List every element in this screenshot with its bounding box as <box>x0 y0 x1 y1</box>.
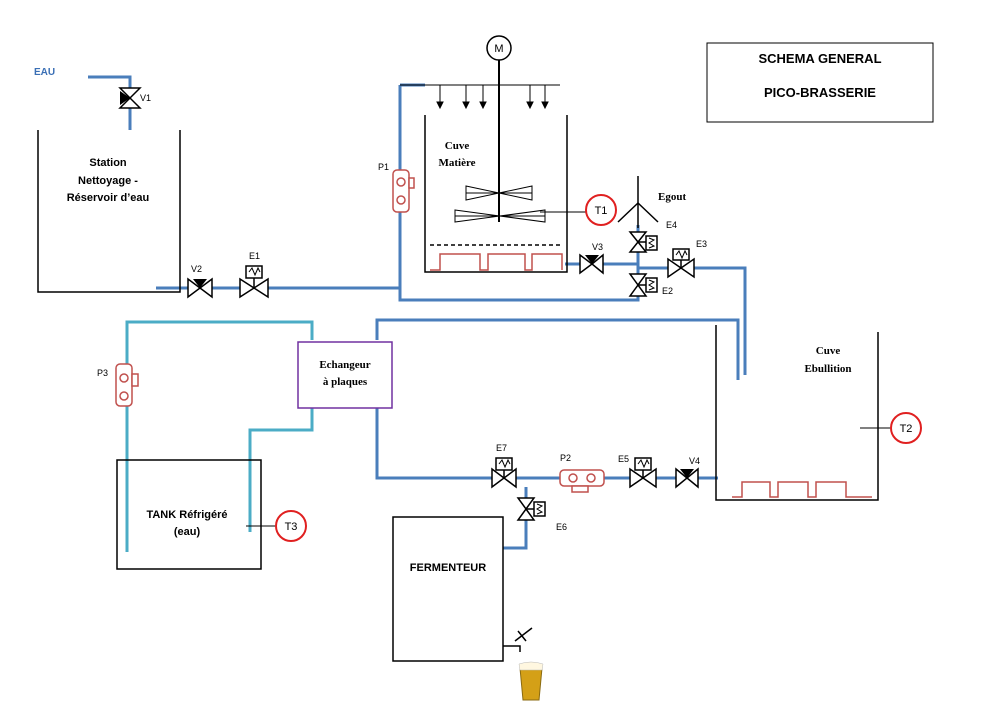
title-line-2: PICO-BRASSERIE <box>764 85 876 100</box>
boil-kettle <box>715 325 879 501</box>
pump-p2-label: P2 <box>560 453 571 463</box>
fermenter <box>392 516 504 662</box>
valve-v2-label: V2 <box>191 264 202 274</box>
sensor-t1 <box>585 194 617 226</box>
solenoid-valve-e4[interactable] <box>628 231 658 253</box>
solenoid-valve-e5[interactable] <box>629 457 657 489</box>
exchanger-label-2: à plaques <box>323 376 368 388</box>
teal-pipes <box>125 320 314 552</box>
chilled-water-tank <box>116 459 262 570</box>
pump-p1-label: P1 <box>378 162 389 172</box>
sensor-t3-label: T3 <box>285 521 298 533</box>
reservoir-label-3: Réservoir d’eau <box>67 192 150 204</box>
title-line-1: SCHEMA GENERAL <box>758 51 881 66</box>
mash-heater <box>430 253 563 271</box>
plate-heat-exchanger <box>297 341 393 409</box>
pump-p1[interactable] <box>392 169 415 213</box>
drain-label: Egout <box>658 191 686 203</box>
sensor-t1-label: T1 <box>595 205 608 217</box>
solenoid-valve-e7-label: E7 <box>496 443 507 453</box>
tank-label-2: (eau) <box>174 526 201 538</box>
water-inlet-label: EAU <box>34 67 55 78</box>
valve-v3[interactable] <box>579 253 604 275</box>
agitator-blades <box>454 185 546 223</box>
mash-tun-label-2: Matière <box>438 157 475 169</box>
boil-heater <box>732 481 872 498</box>
valve-v2[interactable] <box>187 277 213 299</box>
beer-glass-icon <box>518 661 544 701</box>
solenoid-valve-e4-label: E4 <box>666 220 677 230</box>
reservoir-tank <box>37 130 181 293</box>
sensor-t2 <box>890 412 922 444</box>
solenoid-valve-e2[interactable] <box>628 273 658 297</box>
tap-icon <box>503 627 533 652</box>
boil-kettle-label-1: Cuve <box>816 345 841 357</box>
reservoir-label-1: Station <box>89 157 127 169</box>
sensor-t3 <box>275 510 307 542</box>
sensor-t2-label: T2 <box>900 423 913 435</box>
valve-v4-label: V4 <box>689 456 700 466</box>
solenoid-valve-e6-label: E6 <box>556 522 567 532</box>
mash-tun <box>424 115 568 273</box>
title-box <box>706 42 934 123</box>
valve-v1[interactable] <box>118 87 142 109</box>
solenoid-valve-e2-label: E2 <box>662 286 673 296</box>
solenoid-valve-e3[interactable] <box>667 248 695 279</box>
solenoid-valve-e6[interactable] <box>516 497 546 521</box>
fermenter-label: FERMENTEUR <box>410 562 486 574</box>
valve-v4[interactable] <box>675 467 699 489</box>
boil-kettle-label-2: Ebullition <box>804 363 851 375</box>
exchanger-label-1: Echangeur <box>319 359 370 371</box>
pump-p3-label: P3 <box>97 368 108 378</box>
solenoid-valve-e1[interactable] <box>239 265 269 299</box>
sparge-arrows <box>400 84 560 110</box>
mash-tun-label-1: Cuve <box>445 140 470 152</box>
solenoid-valve-e5-label: E5 <box>618 454 629 464</box>
pump-p3[interactable] <box>115 363 139 407</box>
pump-p2[interactable] <box>559 469 605 493</box>
motor-label: M <box>494 43 503 55</box>
solenoid-valve-e3-label: E3 <box>696 239 707 249</box>
reservoir-label-2: Nettoyage - <box>78 175 138 187</box>
tank-label-1: TANK Réfrigéré <box>146 509 227 521</box>
drain-funnel <box>617 176 659 228</box>
solenoid-valve-e1-label: E1 <box>249 251 260 261</box>
valve-v1-label: V1 <box>140 93 151 103</box>
solenoid-valve-e7[interactable] <box>491 457 517 489</box>
valve-v3-label: V3 <box>592 242 603 252</box>
